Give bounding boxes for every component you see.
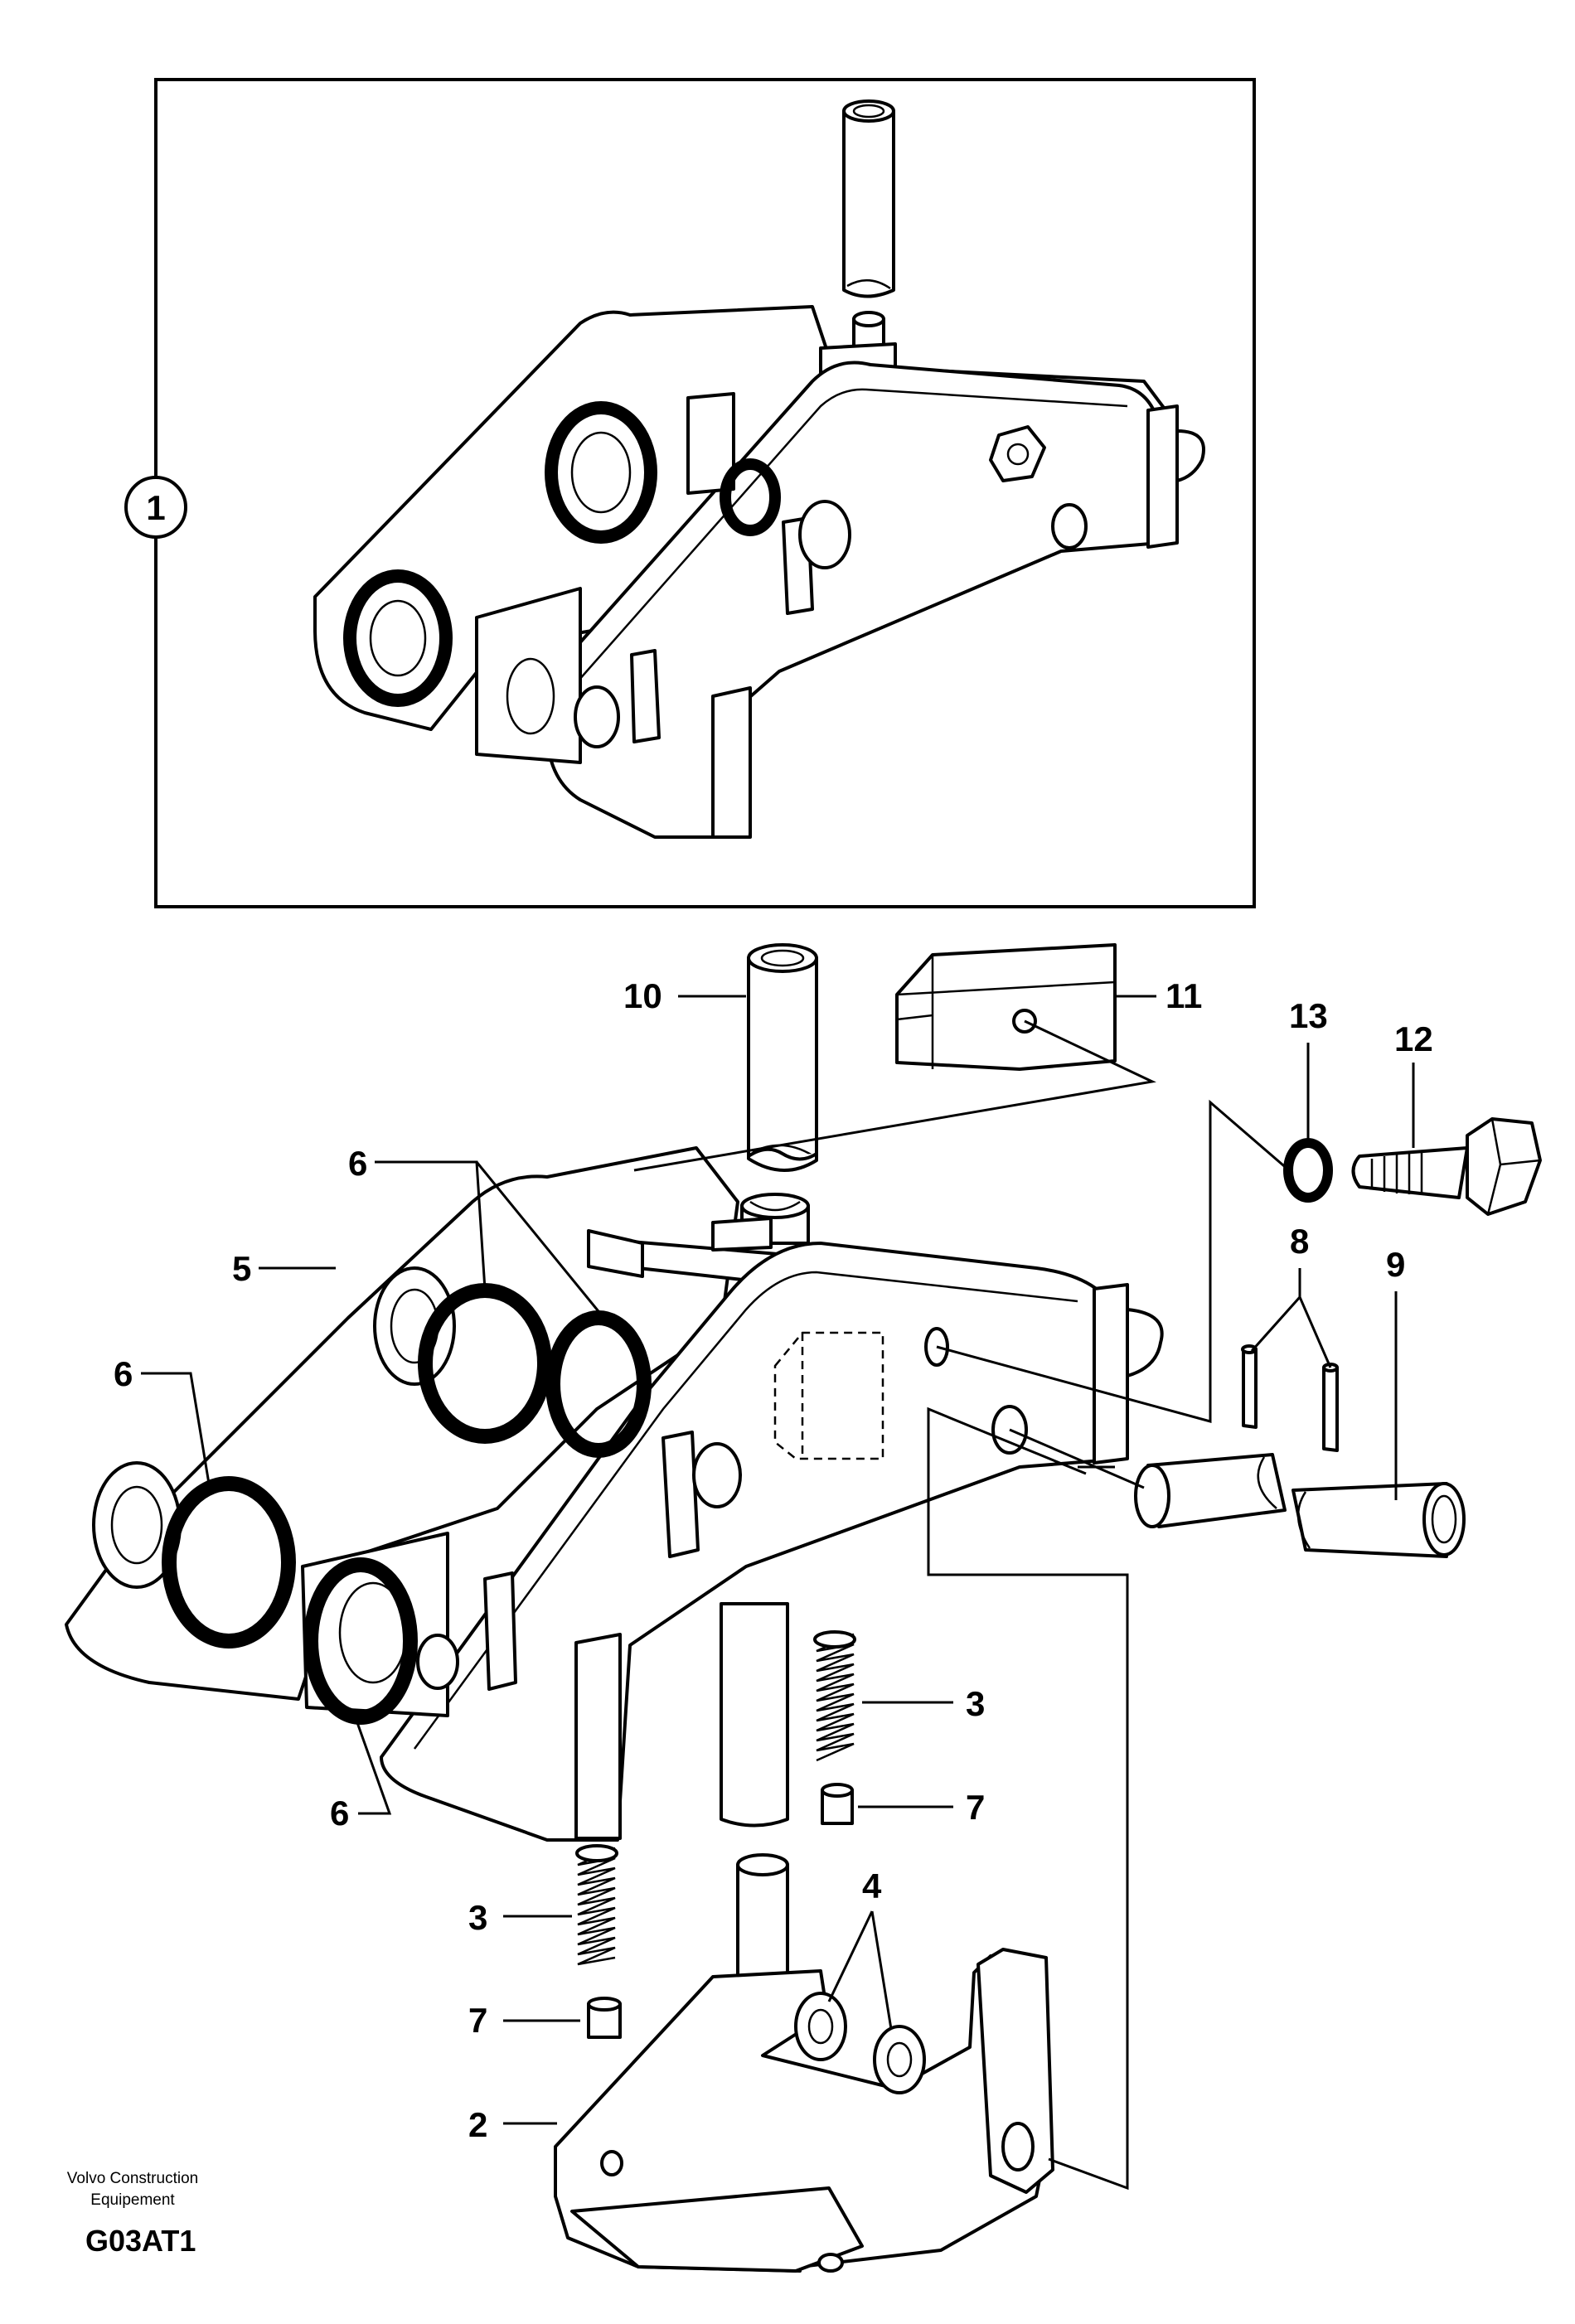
leader-6-left (141, 1372, 211, 1484)
assembly-guide-lines (633, 1019, 1290, 2191)
callout-7-lower: 7 (468, 2001, 487, 2040)
exploded-view (65, 943, 1542, 2273)
leader-6-bottom (353, 1715, 392, 1815)
callout-11: 11 (1166, 976, 1202, 1015)
footer: Volvo Construction Equipement G03AT1 (67, 2170, 198, 2258)
callout-9: 9 (1386, 1245, 1405, 1284)
callout-13: 13 (1289, 996, 1328, 1035)
leader-8 (1250, 1268, 1332, 1368)
part-bush-7-lower (587, 1997, 622, 2039)
callout-8: 8 (1290, 1222, 1309, 1261)
inset-bushings (343, 401, 781, 707)
callout-2: 2 (468, 2105, 487, 2144)
callout-4: 4 (862, 1866, 882, 1905)
brand-line-2: Equipement (90, 2191, 175, 2209)
callout-6-bottom: 6 (330, 1794, 349, 1833)
part-pin-9 (1134, 1453, 1466, 1558)
callout-12: 12 (1394, 1019, 1433, 1058)
assembly-inset: 1 (124, 78, 1256, 908)
drawing-code: G03AT1 (85, 2224, 196, 2258)
inset-pin (842, 99, 895, 358)
part-seals-6 (162, 1283, 652, 1725)
callout-6-top: 6 (348, 1144, 367, 1183)
callout-5: 5 (232, 1249, 251, 1288)
part-bushes-4 (794, 1992, 926, 2094)
callout-3-lower: 3 (468, 1898, 487, 1937)
part-lock-plate-2 (554, 1853, 1054, 2273)
callout-10: 10 (623, 976, 662, 1015)
callouts: 10 11 13 12 6 5 6 6 3 7 3 7 4 (114, 976, 1433, 2144)
callout-3-upper: 3 (966, 1684, 985, 1723)
leader-6-top (375, 1160, 607, 1320)
callout-7-upper: 7 (966, 1788, 985, 1827)
part-bush-7-upper (821, 1783, 854, 1825)
part-bolt-12 (1351, 1117, 1542, 1216)
callout-6-left: 6 (114, 1354, 133, 1393)
part-washer-13 (1283, 1138, 1333, 1203)
part-pin-10 (740, 943, 818, 1245)
part-spring-3-lower (575, 1844, 618, 1966)
callout-assembly-label: 1 (146, 488, 165, 527)
part-spring-3-upper (813, 1630, 856, 1762)
inset-coupler-body (313, 305, 1205, 839)
part-frame-5 (65, 1146, 1164, 1842)
callout-assembly: 1 (124, 476, 187, 539)
part-roll-pins-8 (1241, 1344, 1339, 1452)
brand-line-1: Volvo Construction (67, 2170, 198, 2187)
leader-4 (827, 1910, 893, 2030)
part-block-11 (895, 943, 1117, 1071)
